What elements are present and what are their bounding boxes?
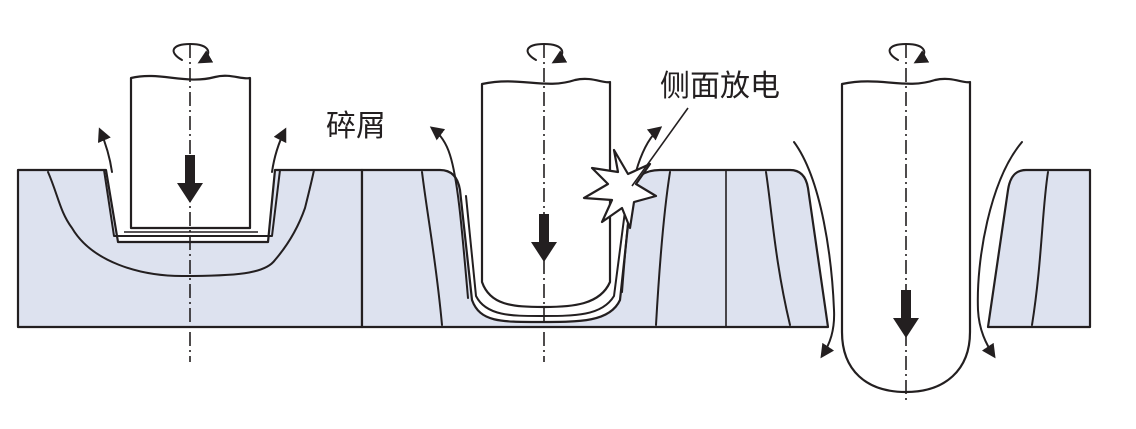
side-discharge-label: 侧面放电 [660,69,780,104]
workpiece-stage-2 [360,168,830,329]
rotation-arrow-icon [172,43,214,64]
rotation-arrow-icon [526,43,568,64]
rotation-arrow-icon [888,43,930,64]
workpiece-stage-3 [986,168,1092,329]
flow-arrow-icon [271,127,287,173]
grain-line [47,169,315,277]
spark-icon [582,148,658,230]
stage-3-through-hole [793,43,1092,404]
grain-line [655,171,671,326]
feed-arrow-icon [531,214,557,262]
flow-arrow-icon [976,141,1023,359]
stage-1-shallow-hole [16,43,364,362]
debris-gap-stage-2 [465,187,629,317]
grain-line [765,171,791,326]
electrode-stage-3 [840,77,972,394]
feed-arrow-icon [177,155,203,203]
side-discharge-pointer [631,107,689,187]
grain-line [1031,171,1049,326]
stage-2-deep-hole [360,43,830,362]
debris-gap-stage-1 [103,169,281,237]
feed-arrow-icon [893,290,919,338]
electrode-stage-2 [480,77,612,309]
debris-label: 碎屑 [326,109,386,144]
grain-line [421,171,443,326]
flow-arrow-icon [793,141,836,359]
flow-arrow-icon [97,127,113,173]
flow-arrow-icon [429,126,469,299]
